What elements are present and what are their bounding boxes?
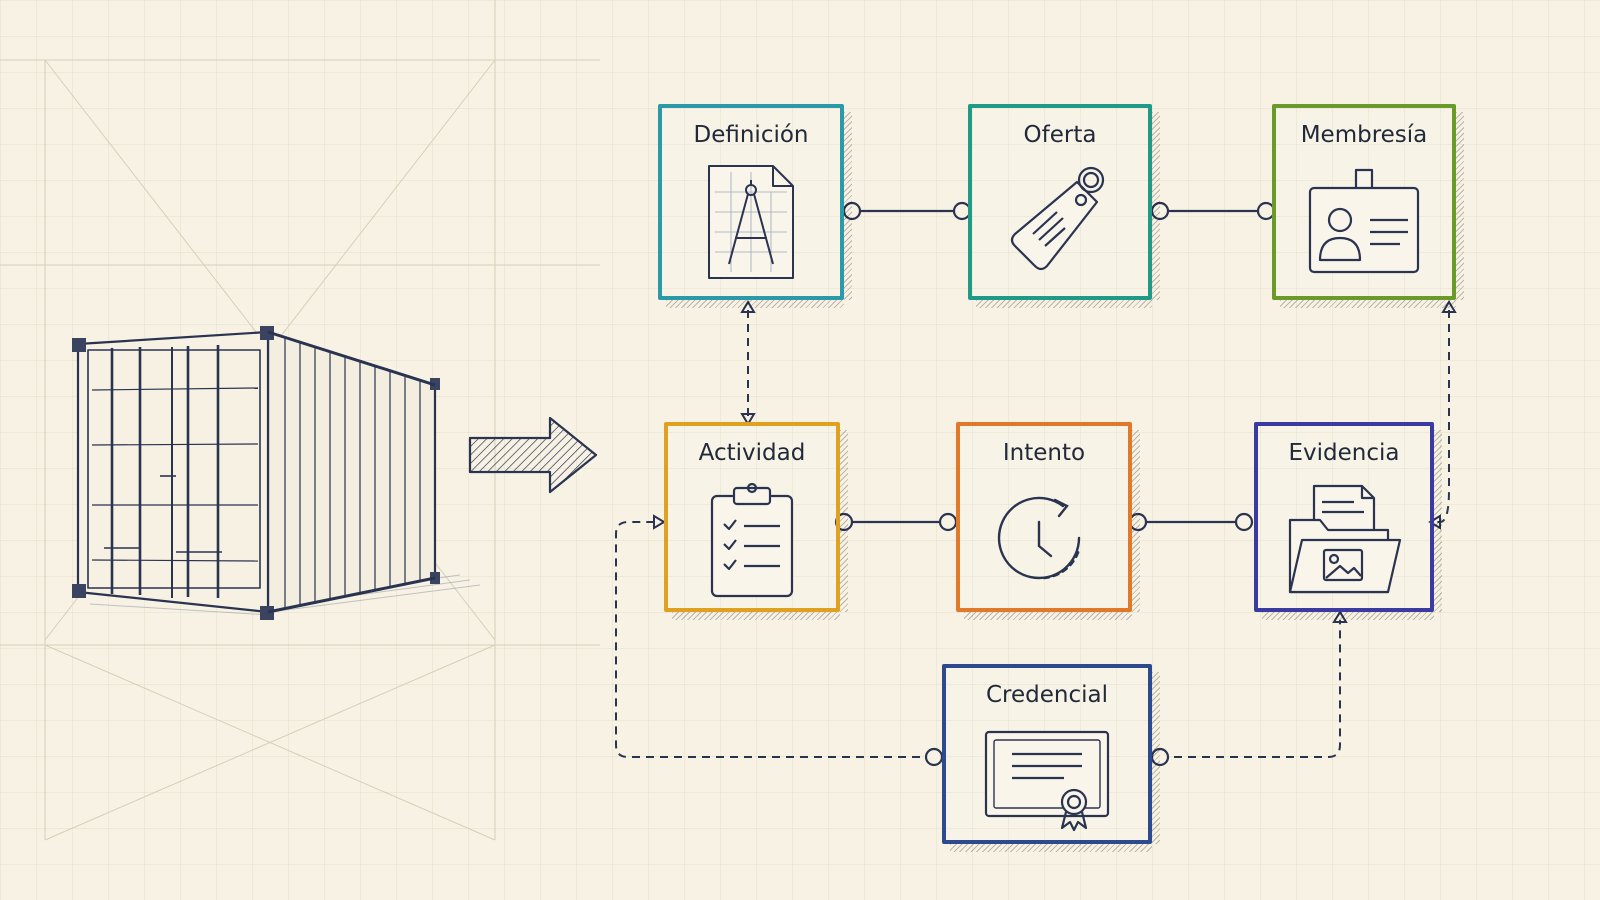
arrowhead <box>740 300 756 313</box>
id-badge-icon <box>1308 168 1420 274</box>
clipboard-checklist-icon <box>710 482 794 598</box>
arrowhead <box>653 514 666 530</box>
node-title: Intento <box>1002 440 1086 466</box>
node-title: Membresía <box>1300 122 1428 148</box>
compass-document-icon <box>708 165 794 279</box>
node-title: Definición <box>693 122 809 148</box>
node-title: Credencial <box>985 682 1108 708</box>
arrowhead <box>1441 300 1457 313</box>
node-title: Actividad <box>698 440 806 466</box>
port-circle <box>1150 201 1170 221</box>
node-definicion[interactable]: Definición <box>658 104 852 308</box>
node-credencial[interactable]: Credencial <box>942 664 1160 852</box>
connector-credencial-actividad <box>615 521 934 758</box>
node-oferta[interactable]: Oferta <box>968 104 1160 308</box>
node-actividad[interactable]: Actividad <box>664 422 848 620</box>
port-circle <box>1150 747 1170 767</box>
port-circle <box>1234 512 1254 532</box>
node-title: Evidencia <box>1288 440 1400 466</box>
folder-image-icon <box>1288 484 1402 594</box>
arrowhead <box>740 413 756 426</box>
price-tag-icon <box>1010 166 1105 271</box>
arrowhead <box>1332 610 1348 623</box>
certificate-icon <box>984 730 1110 832</box>
port-circle <box>842 201 862 221</box>
node-membresia[interactable]: Membresía <box>1272 104 1464 308</box>
port-circle <box>924 747 944 767</box>
connector-credencial-evidencia <box>1160 620 1341 758</box>
port-circle <box>938 512 958 532</box>
arrowhead <box>1428 514 1441 530</box>
node-title: Oferta <box>1023 122 1097 148</box>
node-intento[interactable]: Intento <box>956 422 1140 620</box>
node-evidencia[interactable]: Evidencia <box>1254 422 1442 620</box>
clock-refresh-icon <box>997 496 1081 580</box>
